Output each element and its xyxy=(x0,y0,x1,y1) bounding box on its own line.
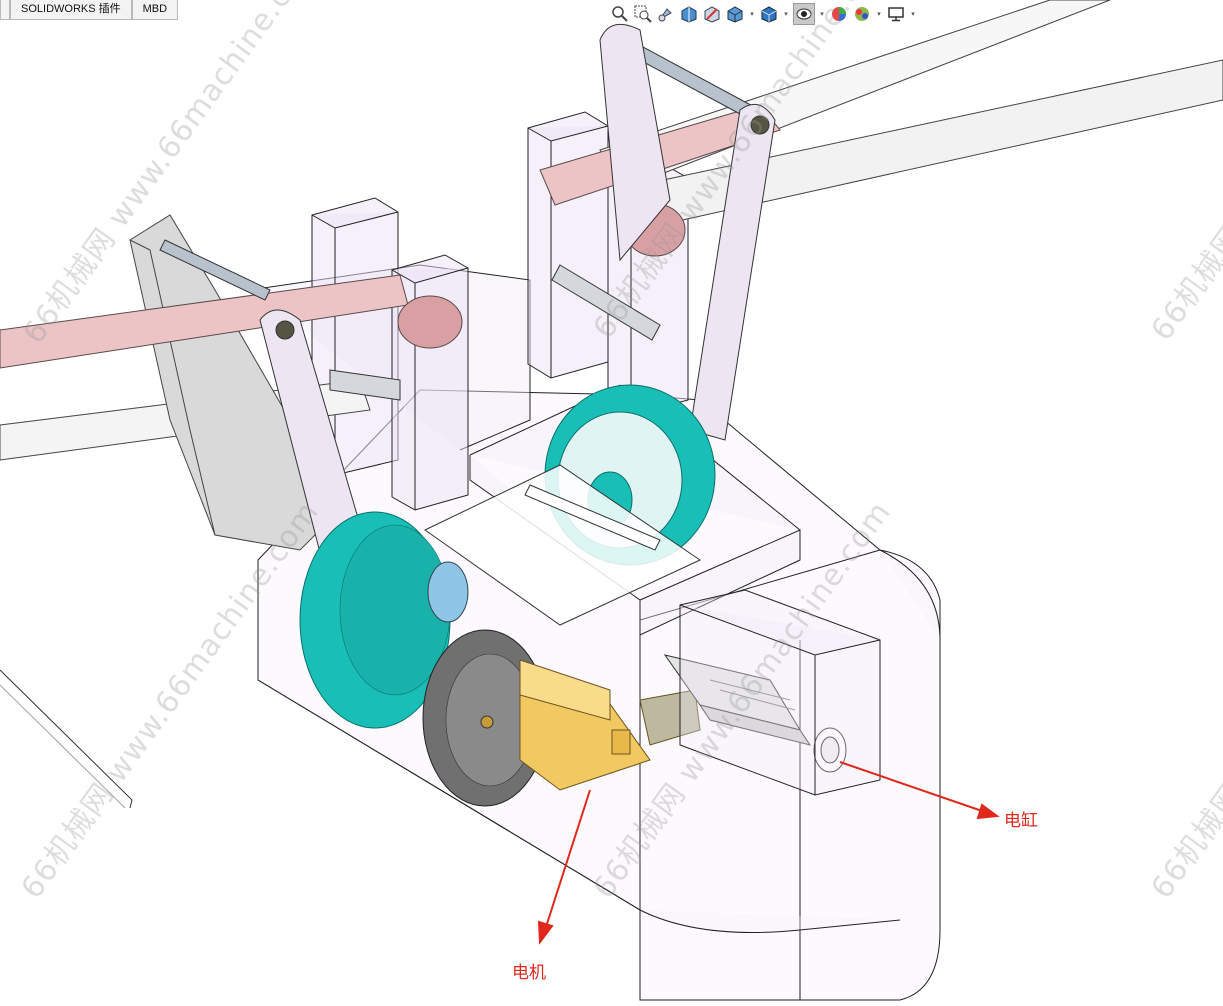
view-orientation-icon[interactable] xyxy=(725,4,745,24)
cylinder-label: 电缸 xyxy=(1004,811,1038,831)
apply-scene-dropdown-icon[interactable]: ▾ xyxy=(877,10,881,18)
zoom-area-icon[interactable] xyxy=(633,4,653,24)
tab-mbd[interactable]: MBD xyxy=(131,0,179,20)
tab-solidworks-addins[interactable]: SOLIDWORKS 插件 xyxy=(10,0,132,20)
tab-blank[interactable] xyxy=(0,0,10,20)
view-orientation-dropdown-icon[interactable]: ▾ xyxy=(750,10,754,18)
annotation-arrows xyxy=(537,761,1000,945)
electric-cylinder xyxy=(663,654,847,773)
view-settings-icon[interactable] xyxy=(886,4,906,24)
command-manager-tabs: SOLIDWORKS 插件 MBD xyxy=(0,0,179,20)
gray-gear xyxy=(422,629,548,807)
hide-show-icon[interactable] xyxy=(793,3,815,25)
zoom-to-fit-icon[interactable] xyxy=(610,4,630,24)
dynamic-annotation-icon[interactable] xyxy=(702,4,722,24)
section-view-icon[interactable] xyxy=(679,4,699,24)
drawing-sheet-edge xyxy=(0,669,133,809)
motor-body xyxy=(519,659,701,791)
motor-label: 电机 xyxy=(512,963,546,983)
display-style-dropdown-icon[interactable]: ▾ xyxy=(784,10,788,18)
teal-gear-lower xyxy=(299,511,469,729)
edit-appearance-icon[interactable] xyxy=(829,4,849,24)
view-settings-dropdown-icon[interactable]: ▾ xyxy=(911,10,915,18)
apply-scene-icon[interactable] xyxy=(852,4,872,24)
display-style-icon[interactable] xyxy=(759,4,779,24)
cylinder-bracket xyxy=(679,589,881,796)
previous-view-icon[interactable] xyxy=(656,4,676,24)
pivot-rods xyxy=(159,39,761,401)
hide-show-dropdown-icon[interactable]: ▾ xyxy=(820,10,824,18)
slot-slider xyxy=(424,464,702,626)
heads-up-view-toolbar: ▾ ▾ ▾ ▾ ▾ xyxy=(610,2,917,26)
